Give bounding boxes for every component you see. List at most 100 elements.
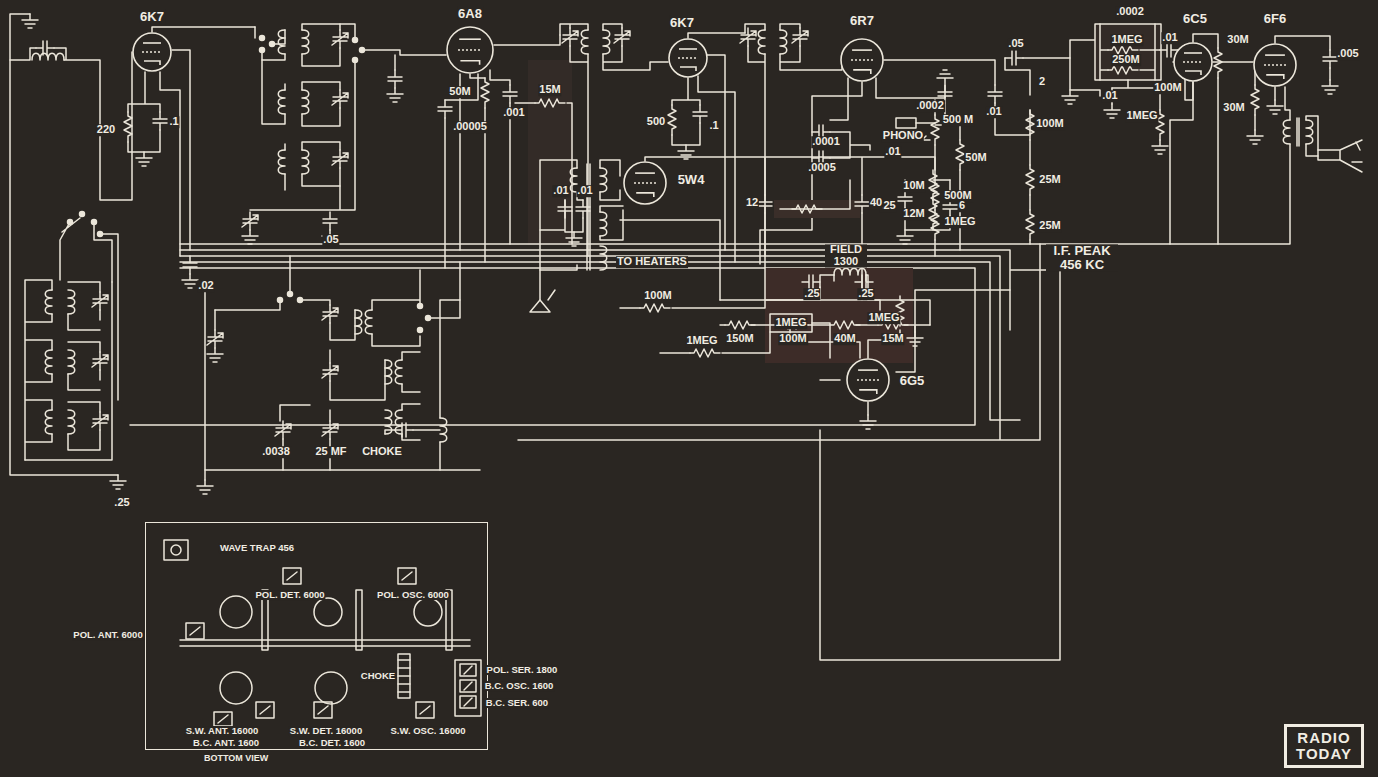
wire-symbol bbox=[576, 200, 590, 218]
component-value: 15M bbox=[538, 84, 561, 96]
wire-symbol bbox=[395, 360, 402, 384]
tube-envelope bbox=[447, 27, 493, 73]
tube-grid bbox=[678, 57, 698, 59]
wire-symbol bbox=[387, 88, 403, 102]
tube-plate bbox=[1265, 54, 1285, 56]
component-value: .01 bbox=[985, 106, 1002, 118]
wire-symbol bbox=[1275, 87, 1290, 120]
wire-symbol bbox=[372, 270, 420, 440]
wire-symbol bbox=[278, 90, 285, 114]
wire-symbol bbox=[780, 180, 850, 209]
component-value: .0005 bbox=[807, 162, 837, 174]
tube-plate bbox=[635, 172, 655, 174]
wire-symbol bbox=[278, 30, 285, 54]
wire-symbol bbox=[566, 232, 582, 246]
component-value: POL. SER. 1800 bbox=[486, 665, 559, 675]
wire-symbol bbox=[855, 195, 869, 213]
component-value: I.F. PEAK 456 KC bbox=[1046, 244, 1118, 271]
wire-symbol bbox=[1104, 104, 1120, 118]
wire-symbol bbox=[22, 14, 38, 28]
tube-symbol bbox=[669, 39, 707, 77]
wire-symbol bbox=[164, 540, 188, 560]
wire-symbol bbox=[136, 152, 152, 166]
wire-symbol bbox=[898, 190, 912, 208]
wire-symbol bbox=[398, 654, 410, 698]
wire-symbol bbox=[855, 275, 873, 289]
wire-symbol bbox=[1108, 46, 1138, 54]
component-value: WAVE TRAP 456 bbox=[219, 543, 295, 553]
wire-symbol bbox=[614, 28, 630, 46]
component-value: 2 bbox=[1038, 76, 1046, 88]
wire-symbol bbox=[197, 480, 213, 494]
wire-symbol bbox=[124, 112, 132, 142]
wire-symbol bbox=[1026, 165, 1034, 195]
wire-symbol bbox=[540, 200, 583, 300]
wire-symbol bbox=[68, 290, 75, 314]
tube-cathode bbox=[144, 61, 160, 65]
wire-symbol bbox=[418, 304, 423, 309]
component-value: .25 bbox=[113, 497, 130, 509]
wire-symbol bbox=[1251, 85, 1259, 115]
wire-symbol bbox=[394, 55, 396, 70]
component-value: 25 MF bbox=[314, 446, 347, 458]
tube-symbol bbox=[447, 27, 493, 73]
wire-symbol bbox=[725, 321, 755, 329]
tube-envelope bbox=[846, 358, 890, 402]
wire-symbol bbox=[438, 100, 452, 118]
tube-type: 6C5 bbox=[1182, 12, 1208, 25]
wire-symbol bbox=[1095, 24, 1161, 80]
component-value: .0002 bbox=[1115, 6, 1145, 18]
wire-symbol bbox=[1247, 130, 1263, 144]
wire-symbol bbox=[460, 696, 476, 708]
wire-symbol bbox=[385, 360, 392, 384]
tube-type: 6A8 bbox=[457, 7, 483, 20]
wire-symbol bbox=[275, 421, 291, 439]
component-value: 15M bbox=[881, 333, 904, 345]
wire-symbol bbox=[414, 598, 442, 626]
wire-symbol bbox=[207, 348, 223, 362]
component-value: 500 M bbox=[942, 114, 975, 126]
wire-symbol bbox=[60, 218, 118, 400]
wire-symbol bbox=[332, 30, 348, 48]
wire-symbol bbox=[314, 598, 342, 626]
wire-symbol bbox=[220, 672, 252, 704]
tube-plate bbox=[143, 42, 161, 44]
logo-badge: RADIO TODAY bbox=[1284, 724, 1364, 768]
wire-symbol bbox=[302, 150, 309, 174]
vacuum-tube: 6C5 bbox=[1173, 42, 1213, 82]
wire-symbol bbox=[32, 53, 64, 60]
wire-symbol bbox=[260, 706, 270, 714]
wire-symbol bbox=[1267, 100, 1283, 114]
tube-type: 6R7 bbox=[849, 14, 875, 27]
wire-symbol bbox=[460, 664, 476, 676]
wire-symbol bbox=[182, 274, 198, 288]
wire-symbol bbox=[278, 298, 283, 303]
wire-symbol bbox=[792, 28, 808, 46]
wire-symbol bbox=[418, 328, 423, 333]
tube-plate bbox=[679, 48, 697, 50]
component-value: 30M bbox=[1226, 34, 1249, 46]
tube-cathode bbox=[1185, 71, 1201, 75]
wire-symbol bbox=[745, 24, 842, 256]
wire-symbol bbox=[322, 363, 338, 381]
wire-symbol bbox=[416, 702, 434, 718]
wire-symbol bbox=[302, 30, 309, 54]
tube-type: 6K7 bbox=[669, 16, 695, 29]
component-value: .02 bbox=[197, 280, 214, 292]
wire-symbol bbox=[562, 28, 578, 46]
component-value: POL. OSC. 6000 bbox=[376, 590, 450, 600]
component-value: 1MEG bbox=[685, 335, 718, 347]
wire-symbol bbox=[398, 568, 416, 584]
component-value: 220 bbox=[96, 124, 116, 136]
wire-symbol bbox=[937, 70, 953, 84]
wire-symbol bbox=[207, 330, 223, 348]
wire-symbol bbox=[388, 70, 402, 88]
component-value: 50M bbox=[448, 86, 471, 98]
tube-cathode bbox=[460, 61, 479, 65]
wire-symbol bbox=[464, 698, 472, 706]
wire-symbol bbox=[45, 350, 52, 374]
wire-symbol bbox=[1062, 90, 1078, 104]
tube-envelope bbox=[847, 359, 889, 401]
wire-symbol bbox=[1152, 140, 1168, 154]
